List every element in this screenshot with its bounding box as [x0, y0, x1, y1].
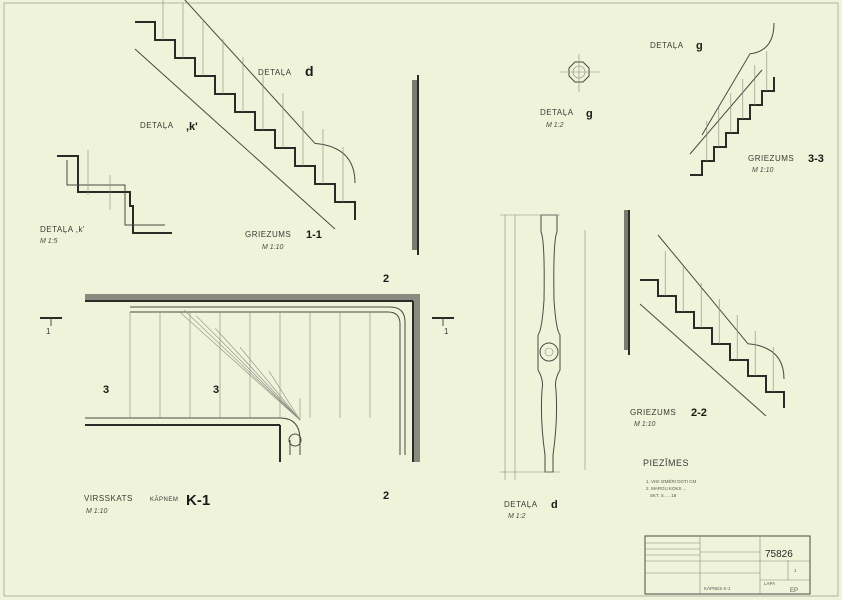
sheet-number: 1: [794, 568, 797, 573]
winder-tread: [179, 311, 301, 421]
stair-stringer: [639, 303, 767, 417]
note-2: 2. MARGU KOKS ...: [646, 486, 687, 491]
winder-tread: [195, 315, 301, 421]
note-3: SKT. S. ... 18: [650, 493, 677, 498]
handrail: [657, 234, 785, 380]
detail-d-bottom-scale: M 1:2: [508, 513, 526, 520]
section-marker-3-left: 3: [103, 384, 109, 396]
notes-title: PIEZĪMES: [643, 458, 689, 468]
stair-profile: [690, 77, 775, 176]
stair-stringer: [689, 69, 763, 155]
detail-d-bottom-letter: d: [551, 499, 558, 511]
detail-g-drawing: [560, 54, 600, 92]
stage: EP: [790, 588, 798, 594]
section-marker-2-bottom: 2: [383, 490, 389, 502]
section-marker-1-left: 1: [46, 327, 51, 336]
note-1: 1. VISI IZMĒRI DOTI CM: [646, 478, 697, 484]
section-2-scale: M 1:10: [634, 421, 656, 428]
detail-d-bottom-label: DETAĻA: [504, 500, 538, 509]
section-2-letter: 2-2: [691, 407, 707, 419]
handrail: [701, 22, 775, 136]
stair-profile: [135, 21, 356, 220]
detail-k-drawing: [57, 150, 172, 234]
sheet-label: LAPA: [764, 581, 775, 586]
detail-k-scale: M 1:5: [40, 238, 58, 245]
winder-tread: [239, 346, 301, 421]
winder-tread: [268, 370, 301, 421]
section-1-letter: 1-1: [306, 229, 322, 241]
stair-stringer: [134, 48, 336, 230]
detail-g-label: DETAĻA: [540, 108, 574, 117]
object-name: KĀPNES K-1: [704, 585, 731, 591]
handrail: [184, 0, 356, 184]
plan-label-2: KĀPNEM: [150, 496, 178, 503]
detail-g-letter: g: [586, 108, 593, 120]
plan-view-drawing: [85, 294, 420, 462]
section-1-scale: M 1:10: [262, 244, 284, 251]
plan-letter: K-1: [186, 492, 210, 509]
section-3-scale: M 1:10: [752, 167, 774, 174]
section-1-label: GRIEZUMS: [245, 230, 291, 239]
section-2-2-drawing: [639, 234, 785, 417]
section-marker-2-top: 2: [383, 273, 389, 285]
section-1-1-drawing: [134, 0, 356, 230]
drawing-number: 75826: [765, 549, 793, 560]
title-block: [644, 535, 811, 595]
sheet-border: [3, 2, 839, 597]
detail-k-label-top: DETAĻA: [140, 121, 174, 130]
section-3-label: GRIEZUMS: [748, 154, 794, 163]
detail-d-letter: d: [305, 63, 314, 79]
detail-g-label-top: DETAĻA: [650, 41, 684, 50]
section-3-3-drawing: [689, 22, 775, 176]
baluster-detail-drawing: [500, 214, 586, 480]
winder-tread: [183, 309, 301, 421]
detail-g-letter-top: g: [696, 40, 703, 52]
detail-k-label: DETAĻA ,k': [40, 225, 85, 234]
section-3-letter: 3-3: [808, 153, 824, 165]
plan-scale: M 1:10: [86, 508, 108, 515]
stair-profile: [640, 279, 785, 408]
wall-hatch: [412, 80, 418, 250]
detail-g-scale: M 1:2: [546, 122, 564, 129]
plan-label: VIRSSKATS: [84, 494, 133, 503]
section-marker-3-right: 3: [213, 384, 219, 396]
detail-d-label: DETAĻA: [258, 68, 292, 77]
section-marker-1-right: 1: [444, 327, 449, 336]
section-2-label: GRIEZUMS: [630, 408, 676, 417]
detail-k-letter-top: ,k': [186, 121, 198, 133]
winder-tread: [214, 328, 301, 421]
